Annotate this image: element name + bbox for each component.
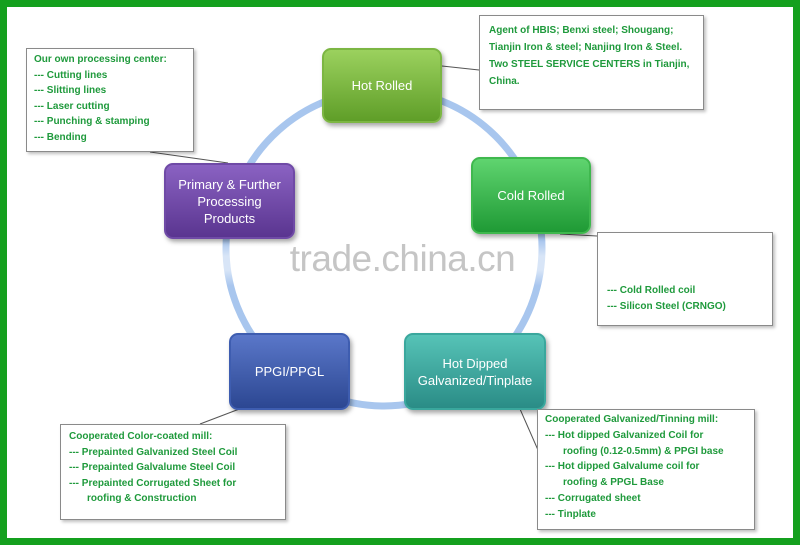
callout-item: roofing (0.12-0.5mm) & PPGI base bbox=[563, 445, 724, 457]
callout-item: --- Corrugated sheet bbox=[545, 492, 641, 504]
callout-item: --- Laser cutting bbox=[34, 100, 110, 112]
callout-item: --- Prepainted Corrugated Sheet for bbox=[69, 477, 237, 489]
pointer-agent bbox=[441, 65, 480, 71]
callout-text: Agent of HBIS; Benxi steel; Shougang; Ti… bbox=[489, 25, 683, 53]
pointer-cold bbox=[559, 233, 598, 237]
node-ppgi-ppgl: PPGI/PPGL bbox=[229, 333, 350, 410]
callout-item: --- Punching & stamping bbox=[34, 116, 150, 127]
node-label: Hot Dipped Galvanized/Tinplate bbox=[417, 355, 533, 388]
node-label: Primary & Further Processing Products bbox=[178, 176, 281, 226]
callout-text: Two STEEL SERVICE CENTERS in Tianjin, Ch… bbox=[489, 59, 690, 87]
pointer-color-coated bbox=[199, 407, 243, 425]
node-processing-products: Primary & Further Processing Products bbox=[164, 163, 295, 239]
pointer-processing bbox=[149, 151, 229, 164]
callout-item: --- Cutting lines bbox=[34, 69, 108, 81]
callout-item: --- Tinplate bbox=[545, 508, 596, 520]
node-hot-rolled: Hot Rolled bbox=[322, 48, 442, 123]
callout-heading: Our own processing center: bbox=[34, 54, 167, 65]
callout-item: --- Hot dipped Galvalume coil for bbox=[545, 461, 700, 473]
node-label: PPGI/PPGL bbox=[254, 364, 325, 379]
callout-item: --- Prepainted Galvanized Steel Coil bbox=[69, 446, 238, 458]
callout-heading: Cooperated Color-coated mill: bbox=[69, 431, 213, 442]
callout-item: --- Prepainted Galvalume Steel Coil bbox=[69, 462, 236, 473]
callout-color-coated: Cooperated Color-coated mill: --- Prepai… bbox=[60, 424, 286, 520]
callout-item: --- Bending bbox=[34, 131, 87, 143]
callout-item: --- Cold Rolled coil bbox=[607, 285, 696, 296]
callout-galvanized: Cooperated Galvanized/Tinning mill: --- … bbox=[537, 409, 755, 530]
watermark-text: trade.china.cn bbox=[289, 238, 516, 279]
callout-item: --- Silicon Steel (CRNGO) bbox=[607, 300, 726, 312]
callout-item: roofing & PPGL Base bbox=[563, 477, 664, 489]
callout-item: --- Hot dipped Galvanized Coil for bbox=[545, 429, 704, 441]
callout-processing-center: Our own processing center: --- Cutting l… bbox=[26, 48, 194, 152]
callout-item: --- Slitting lines bbox=[34, 85, 107, 96]
node-cold-rolled: Cold Rolled bbox=[471, 157, 591, 234]
callout-heading: Cooperated Galvanized/Tinning mill: bbox=[545, 414, 719, 425]
node-label: Hot Rolled bbox=[351, 78, 413, 93]
callout-cold-rolled: --- Cold Rolled coil --- Silicon Steel (… bbox=[597, 232, 773, 326]
callout-agent: Agent of HBIS; Benxi steel; Shougang; Ti… bbox=[479, 15, 704, 110]
callout-item: roofing & Construction bbox=[87, 493, 197, 504]
node-hot-dipped-galvanized: Hot Dipped Galvanized/Tinplate bbox=[404, 333, 546, 410]
node-label: Cold Rolled bbox=[497, 188, 565, 203]
